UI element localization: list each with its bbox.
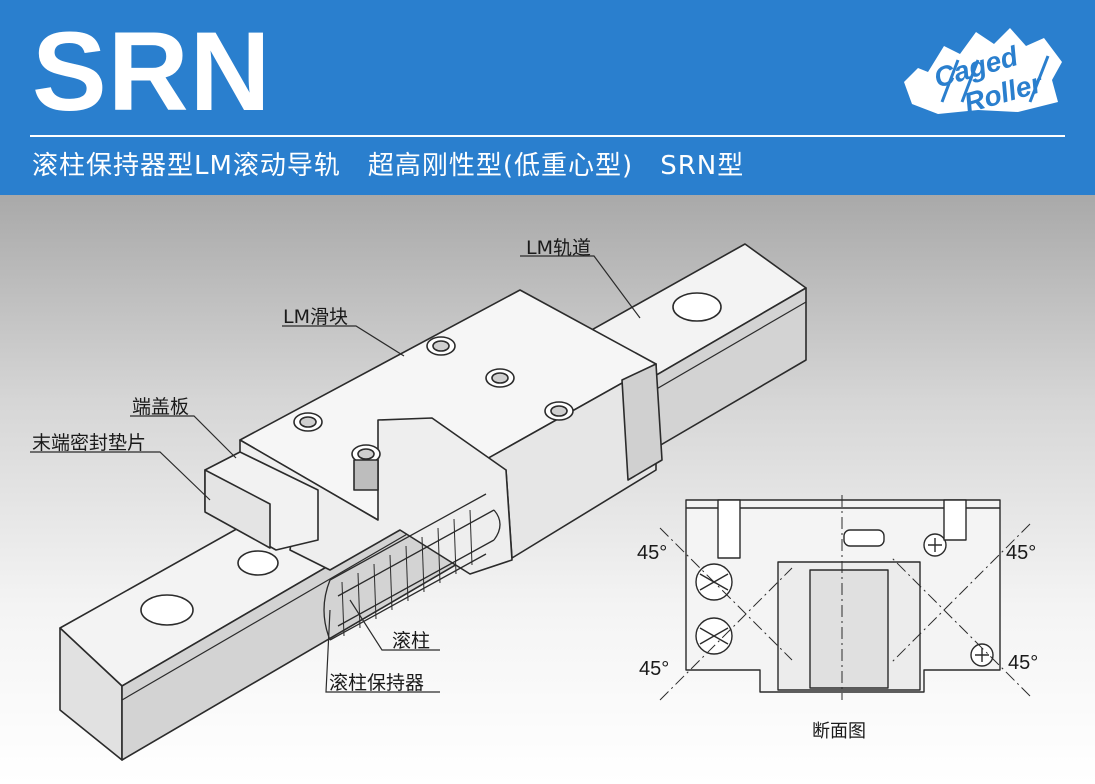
label-roller: 滚柱: [392, 630, 431, 652]
angle-label-bottom-left: 45°: [639, 658, 670, 680]
label-lm-rail: LM轨道: [526, 237, 591, 259]
header-divider: [30, 135, 1065, 137]
label-roller-cage: 滚柱保持器: [329, 672, 425, 694]
angle-label-top-left: 45°: [637, 542, 668, 564]
lm-block-drawing: [204, 289, 663, 575]
product-subtitle: 滚柱保持器型LM滚动导轨 超高刚性型(低重心型) SRN型: [32, 151, 745, 181]
roller-cage-drawing: [323, 493, 501, 641]
angle-label-bottom-right: 45°: [1008, 652, 1039, 674]
header-banner: SRN 滚柱保持器型LM滚动导轨 超高刚性型(低重心型) SRN型 Caged …: [0, 0, 1095, 195]
callout-leaders: [30, 255, 641, 693]
label-lm-block: LM滑块: [283, 306, 348, 328]
cross-section-drawing: [659, 495, 1031, 701]
caged-roller-logo-icon: Caged Roller: [904, 28, 1062, 116]
srn-guide-illustration: [30, 243, 1031, 761]
label-end-plate: 端盖板: [132, 396, 190, 418]
label-end-seal: 末端密封垫片: [32, 432, 147, 454]
brand-title: SRN: [32, 9, 272, 134]
cross-section-caption: 断面图: [812, 721, 866, 742]
angle-label-top-right: 45°: [1006, 542, 1037, 564]
